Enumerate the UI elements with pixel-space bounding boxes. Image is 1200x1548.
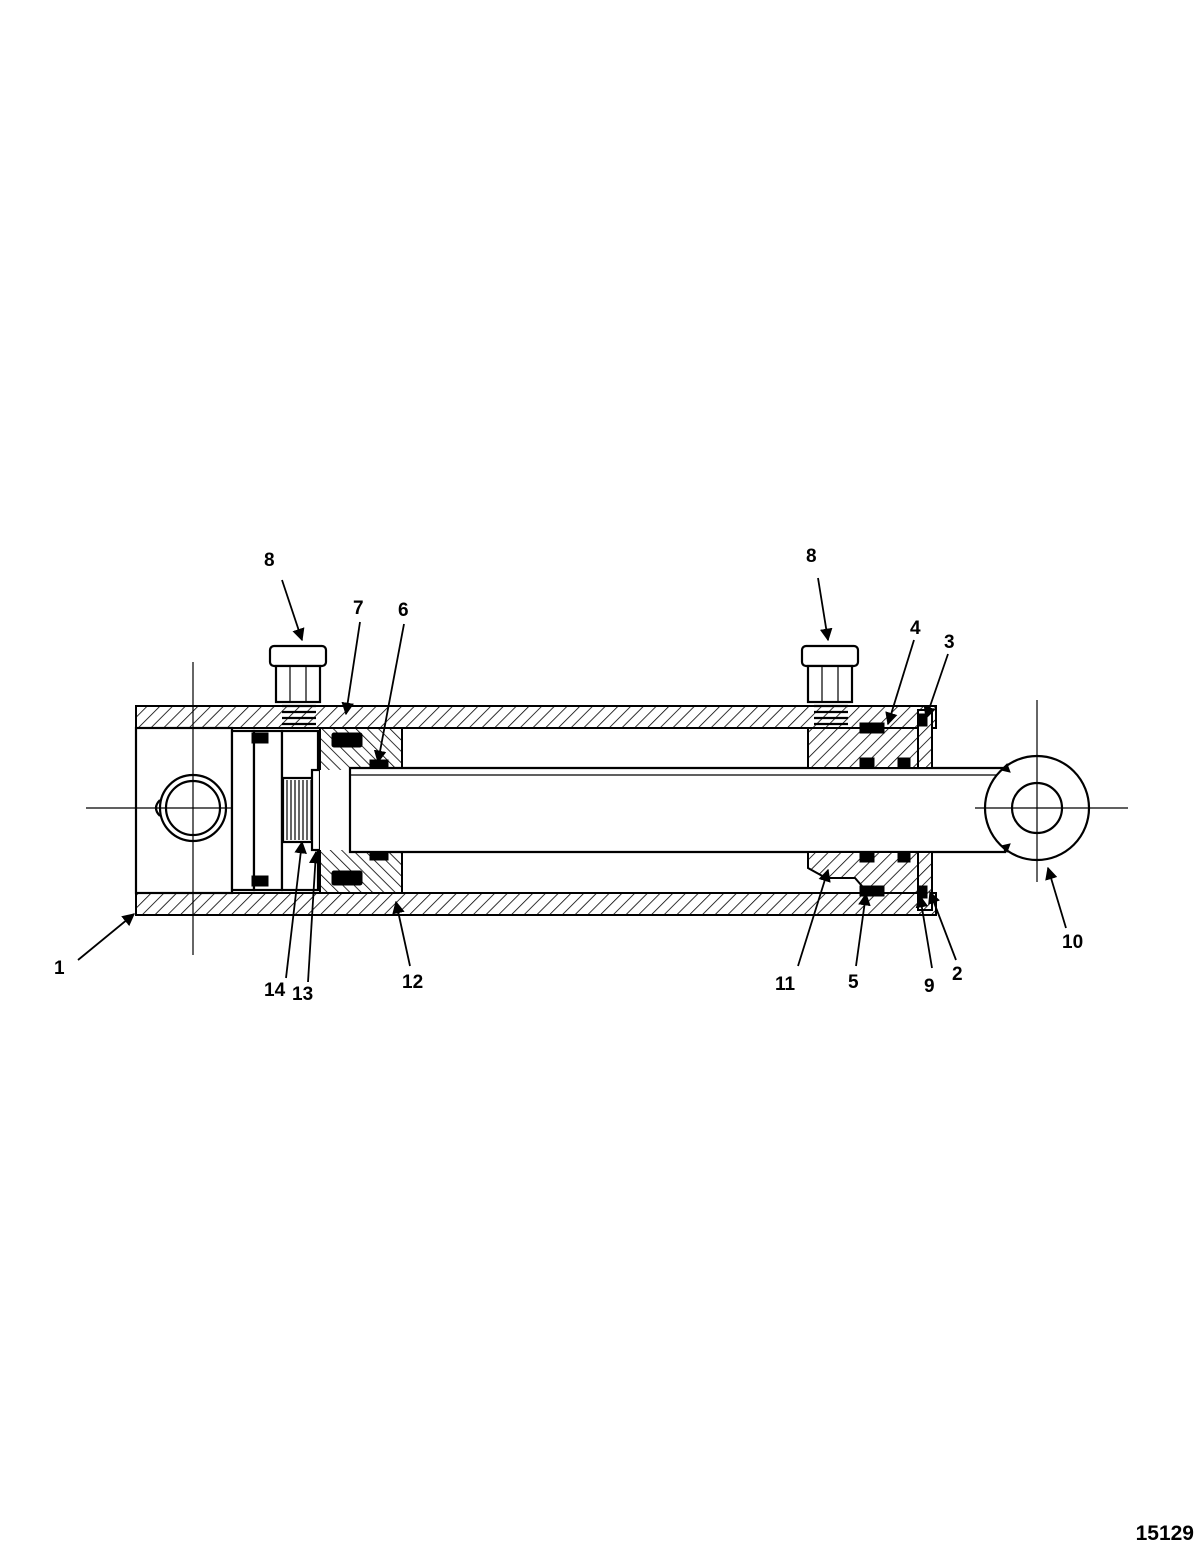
leader-14 [285,840,307,979]
callout-8-right: 8 [806,546,817,567]
callout-12: 12 [402,972,423,993]
leader-10 [1045,866,1067,929]
hose-fitting-left [268,644,328,726]
leader-12 [392,900,411,967]
leader-11 [797,868,831,967]
hose-fitting-right [800,644,860,726]
callout-8-left: 8 [264,550,275,571]
clevis-pin [86,662,232,955]
callout-1: 1 [54,958,65,979]
piston-rod [348,766,1007,854]
callout-13: 13 [292,984,313,1005]
leader-6 [373,623,405,764]
callout-10: 10 [1062,932,1083,953]
leader-4 [885,639,915,726]
callout-14: 14 [264,980,286,1001]
figure-number: 15129 [1136,1522,1194,1545]
leader-7 [341,621,361,716]
callout-labels: 8 8 7 6 4 3 1 14 13 12 11 5 9 2 10 [54,546,1083,1005]
callout-11: 11 [775,974,796,995]
end-plate-left [230,729,284,892]
leader-2 [928,890,957,961]
leader-5 [855,892,871,967]
callout-9: 9 [924,976,935,997]
callout-5: 5 [848,972,859,993]
leader-9 [915,894,933,969]
callout-4: 4 [910,618,921,639]
leader-3 [923,653,949,720]
rod-eye [975,700,1128,882]
callout-6: 6 [398,600,409,621]
leader-13 [307,850,322,983]
leader-8a [281,579,305,642]
leader-8b [817,577,833,642]
leader-lines [77,577,1067,983]
callout-3: 3 [944,632,955,653]
callout-2: 2 [952,964,963,985]
callout-7: 7 [353,598,364,619]
rod-guide [807,722,919,897]
leader-1 [77,913,135,961]
